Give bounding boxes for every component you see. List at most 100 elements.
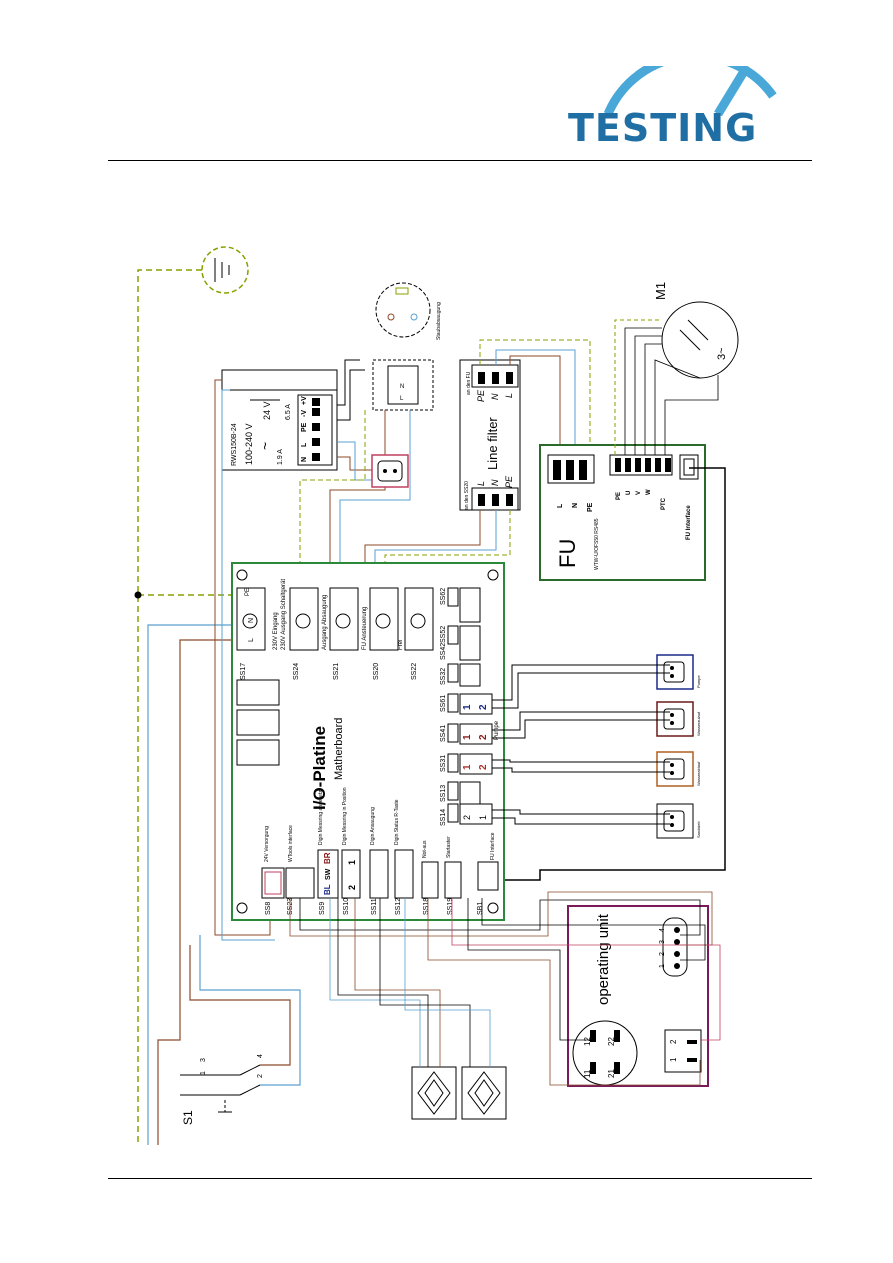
svg-text:PE: PE (245, 588, 251, 596)
fu-interface-cable (497, 467, 726, 881)
svg-text:FU Interface: FU Interface (686, 505, 692, 540)
frequency-converter: L N PE FU WTW-U/OFS50 RS485 PE U V W PTC… (539, 444, 706, 581)
pe-wire-main (137, 269, 202, 1145)
svg-text:L: L (400, 396, 404, 402)
svg-text:11: 11 (583, 1069, 592, 1078)
svg-text:Ausgang Absaugung: Ausgang Absaugung (322, 595, 328, 650)
wire-l-in (157, 639, 240, 1145)
svg-text:Frei: Frei (398, 640, 404, 650)
svg-text:SS10: SS10 (343, 898, 350, 915)
svg-text:PTC: PTC (661, 497, 667, 510)
power-connector-ss17: PE N L 230V Eingang SS17 (236, 587, 279, 680)
svg-text:4: 4 (659, 928, 666, 932)
svg-text:Digin Messring angesetzt: Digin Messring angesetzt (318, 788, 324, 845)
power-connector-ss22: Frei SS22 (398, 587, 434, 680)
svg-text:SS14: SS14 (440, 809, 447, 826)
svg-text:SS31: SS31 (440, 755, 447, 772)
pumpe-connector: Pumpe (656, 654, 701, 690)
svg-text:SW: SW (325, 868, 332, 880)
svg-text:RWS150B-24: RWS150B-24 (231, 423, 238, 466)
pe-junction (134, 591, 142, 599)
power-connector-ss21: Ausgang Absaugung SS21 (322, 587, 359, 680)
svg-text:1: 1 (462, 734, 473, 740)
power-connector-ss24: 230V Ausgang Schaltgerät SS24 (281, 579, 319, 680)
svg-text:WTools interface: WTools interface (288, 825, 294, 862)
svg-text:W: W (646, 489, 652, 495)
svg-text:N: N (490, 393, 500, 400)
svg-text:24 V: 24 V (262, 401, 272, 420)
svg-text:2: 2 (669, 1039, 678, 1044)
svg-text:100-240 V: 100-240 V (244, 423, 254, 465)
svg-text:3: 3 (659, 940, 666, 944)
svg-text:L: L (476, 481, 486, 486)
svg-text:3~: 3~ (716, 347, 728, 360)
svg-text:SS18: SS18 (423, 898, 430, 915)
svg-text:6.5 A: 6.5 A (285, 404, 292, 420)
line-filter-title: Line filter (485, 417, 500, 470)
svg-text:2: 2 (347, 885, 357, 890)
svg-text:230V Ausgang Schaltgerät: 230V Ausgang Schaltgerät (281, 579, 287, 650)
header-rule (108, 160, 812, 161)
wasserablauf-connector: Wasserablauf (656, 751, 701, 787)
logo-text: TESTING (568, 106, 758, 150)
svg-text:SS13: SS13 (440, 785, 447, 802)
svg-text:N: N (400, 384, 404, 390)
svg-text:SS42: SS42 (440, 643, 447, 660)
svg-text:PE: PE (587, 502, 594, 512)
svg-text:PE: PE (301, 422, 308, 432)
svg-text:2: 2 (478, 734, 489, 740)
svg-text:1: 1 (669, 1057, 678, 1062)
psu-dc-plug (371, 454, 409, 488)
footer-rule (108, 1178, 812, 1179)
testing-logo: TESTING (568, 66, 808, 150)
svg-text:N: N (248, 618, 255, 623)
svg-text:Digin Messring in Position: Digin Messring in Position (342, 787, 348, 845)
svg-text:1: 1 (659, 964, 666, 968)
bottom-connectors: SS8 24V Versorgung SS23 WTools interface… (261, 787, 499, 915)
svg-text:1: 1 (478, 815, 488, 820)
svg-text:2: 2 (462, 815, 472, 820)
svg-text:PE: PE (476, 389, 486, 402)
svg-text:2: 2 (478, 704, 489, 710)
svg-text:SS20: SS20 (373, 663, 380, 680)
svg-text:Wasserzulauf: Wasserzulauf (696, 711, 701, 736)
svg-text:L: L (557, 503, 564, 508)
sandsieb-connector: Sandsieb (656, 803, 701, 839)
motor-label: M1 (653, 282, 668, 300)
svg-text:L: L (504, 393, 514, 398)
psu-terminals: N L PE -V +V (297, 394, 333, 466)
svg-text:Digin Status R-Taste: Digin Status R-Taste (394, 799, 400, 845)
svg-text:SS17: SS17 (240, 663, 247, 680)
svg-text:PE: PE (504, 475, 514, 488)
board-title: I/O-Platine (310, 726, 329, 810)
svg-text:an den FU: an den FU (466, 371, 472, 395)
svg-text:SS24: SS24 (293, 663, 300, 680)
switch-s1: S1 1 2 3 4 (180, 935, 301, 1125)
svg-text:N: N (301, 457, 308, 462)
svg-text:SS22: SS22 (411, 663, 418, 680)
svg-text:Sandsieb: Sandsieb (696, 821, 701, 838)
staubabsaugung-plug: Staubabsaugung L N (372, 282, 442, 411)
svg-text:BL: BL (323, 884, 332, 895)
power-connector-ss20: FU Ansteuerung SS20 (362, 587, 399, 680)
svg-text:N: N (572, 503, 579, 508)
svg-text:2: 2 (257, 1074, 264, 1078)
switch-label: S1 (181, 1110, 195, 1125)
svg-text:4: 4 (257, 1054, 264, 1058)
svg-text:3: 3 (200, 1058, 207, 1062)
svg-text:Startaster: Startaster (446, 836, 452, 858)
svg-text:2: 2 (659, 952, 666, 956)
svg-text:SS61: SS61 (440, 695, 447, 712)
svg-text:230V Eingang: 230V Eingang (273, 612, 279, 650)
board-subtitle: Matherboard (333, 718, 345, 780)
svg-text:N: N (490, 479, 500, 486)
wasserzulauf-connector: Wasserzulauf (656, 701, 701, 737)
svg-text:21: 21 (607, 1069, 616, 1078)
svg-text:Not-aus: Not-aus (422, 840, 428, 858)
svg-text:U: U (626, 491, 632, 495)
svg-text:SS62: SS62 (440, 588, 447, 605)
svg-text:2: 2 (478, 764, 489, 770)
svg-text:24V Versorgung: 24V Versorgung (264, 826, 270, 862)
